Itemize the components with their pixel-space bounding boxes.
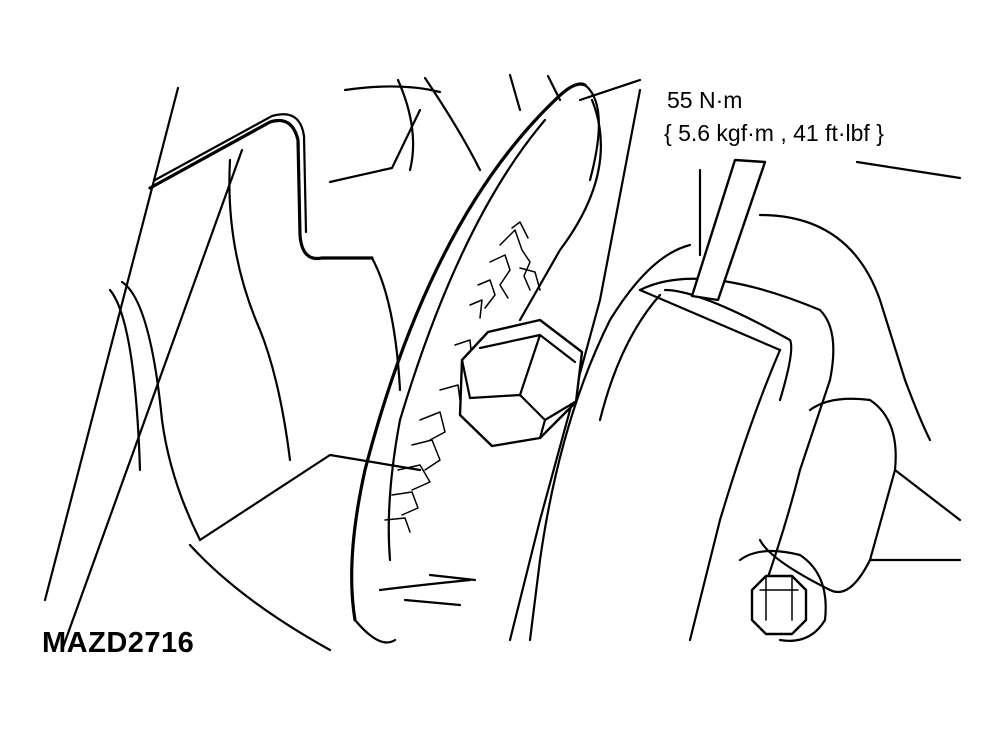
tensioner-bracket [638, 168, 932, 642]
housing-shroud [108, 108, 422, 652]
hex-nut [458, 318, 584, 448]
figure-id-label: MAZD2716 [42, 627, 195, 659]
pulley [350, 82, 602, 644]
right-side-components [738, 397, 962, 642]
torque-value-imperial: { 5.6 kgf·m , 41 ft·lbf } [664, 120, 884, 146]
engine-block-outline [343, 73, 562, 172]
callout-leader-line [855, 160, 962, 180]
torque-value-nm: 55 N·m [667, 87, 743, 113]
drive-belt [508, 78, 692, 642]
left-frame-lines [43, 86, 244, 652]
leader-arrow [690, 158, 767, 302]
